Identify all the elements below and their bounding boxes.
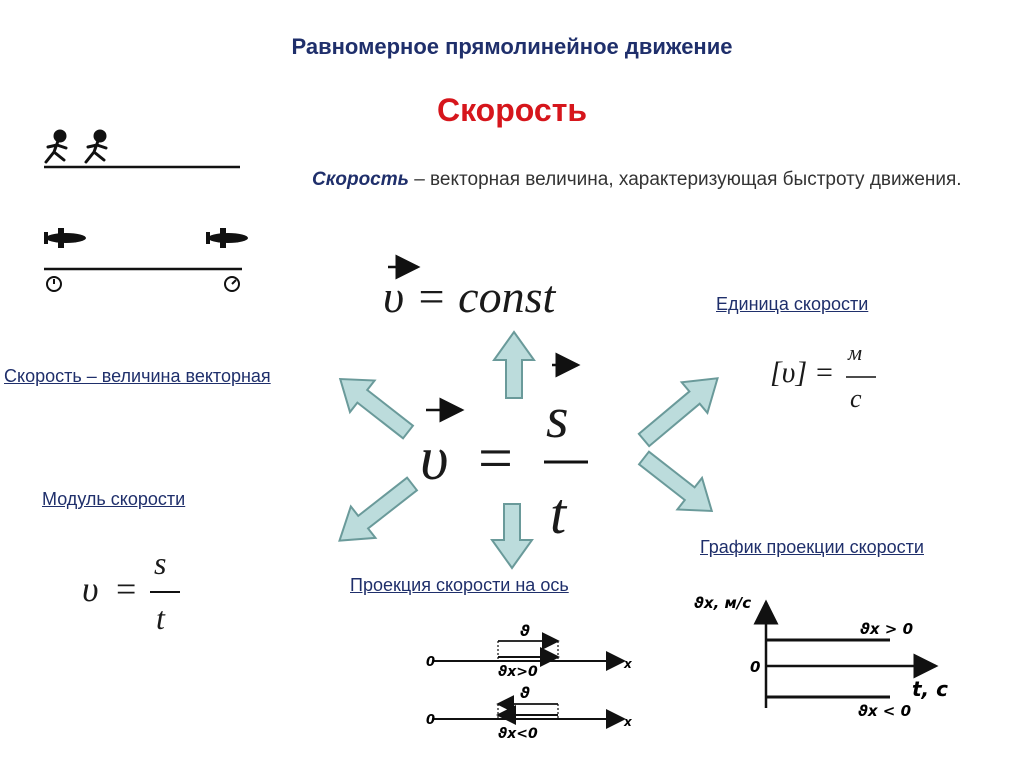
definition-text: – векторная величина, характеризующая бы… <box>408 169 962 190</box>
proj-neg-vec: ϑ <box>520 684 530 702</box>
proj-pos-vec: ϑ <box>520 622 530 640</box>
block-arrow-up-right <box>637 377 719 448</box>
proj-pos-origin: 0 <box>426 655 435 670</box>
proj-neg-origin: 0 <box>426 713 435 728</box>
projection-axis-positive: 0 x ϑ ϑx>0 <box>426 622 633 680</box>
formula-unit-lhs: [υ] <box>770 356 808 389</box>
label-vector-quantity[interactable]: Скорость – величина векторная <box>4 366 271 386</box>
formula-unit-eq: = <box>816 356 833 389</box>
formula-modulus-num: s <box>154 545 167 581</box>
formula-main-num: s <box>546 385 569 450</box>
plane-left-icon <box>44 228 86 248</box>
formula-main-eq: = <box>478 425 513 493</box>
block-arrow-down-left <box>338 476 419 542</box>
block-arrow-up <box>492 330 536 399</box>
graph-pos-label: ϑx > 0 <box>860 620 913 638</box>
graph-origin: 0 <box>750 658 760 676</box>
graph-neg-label: ϑx < 0 <box>858 702 911 720</box>
formula-main-den: t <box>550 481 567 546</box>
formula-modulus-den: t <box>156 600 165 636</box>
proj-pos-label: ϑx>0 <box>498 664 538 680</box>
label-projection-graph[interactable]: График проекции скорости <box>700 537 924 557</box>
runners-illustration <box>44 129 108 164</box>
label-speed-unit[interactable]: Единица скорости <box>716 294 869 314</box>
formula-main-v: υ <box>420 425 449 493</box>
stopwatch-left-icon <box>46 276 62 292</box>
label-speed-projection[interactable]: Проекция скорости на ось <box>350 575 569 595</box>
block-arrow-down <box>490 503 534 570</box>
formula-const: υ = const <box>383 270 555 323</box>
formula-const-rhs: = const <box>415 271 556 322</box>
formula-modulus-eq: = <box>116 569 137 609</box>
definition-term: Скорость <box>312 169 409 190</box>
label-speed-modulus[interactable]: Модуль скорости <box>42 489 186 509</box>
formula-const-v: υ <box>383 271 405 322</box>
projection-axis-negative: 0 x ϑ ϑx<0 <box>426 684 633 742</box>
velocity-graph: ϑx, м/с t, с 0 ϑx > 0 ϑx < 0 <box>694 594 948 720</box>
proj-neg-label: ϑx<0 <box>498 726 538 742</box>
speed-definition: Скорость – векторная величина, характери… <box>312 166 972 194</box>
stopwatch-right-icon <box>224 276 240 292</box>
graph-ylabel: ϑx, м/с <box>694 594 751 612</box>
graph-xlabel: t, с <box>912 677 948 701</box>
block-arrow-up-left <box>338 377 415 440</box>
plane-right-icon <box>206 228 248 248</box>
page-title: Равномерное прямолинейное движение <box>291 34 733 59</box>
formula-unit-den: с <box>850 384 862 413</box>
formula-unit-num: м <box>848 340 863 365</box>
proj-neg-axis: x <box>623 715 633 729</box>
block-arrow-down-right <box>637 450 714 513</box>
section-title: Скорость <box>436 92 588 128</box>
formula-modulus-v: υ <box>82 569 99 609</box>
proj-pos-axis: x <box>623 657 633 671</box>
